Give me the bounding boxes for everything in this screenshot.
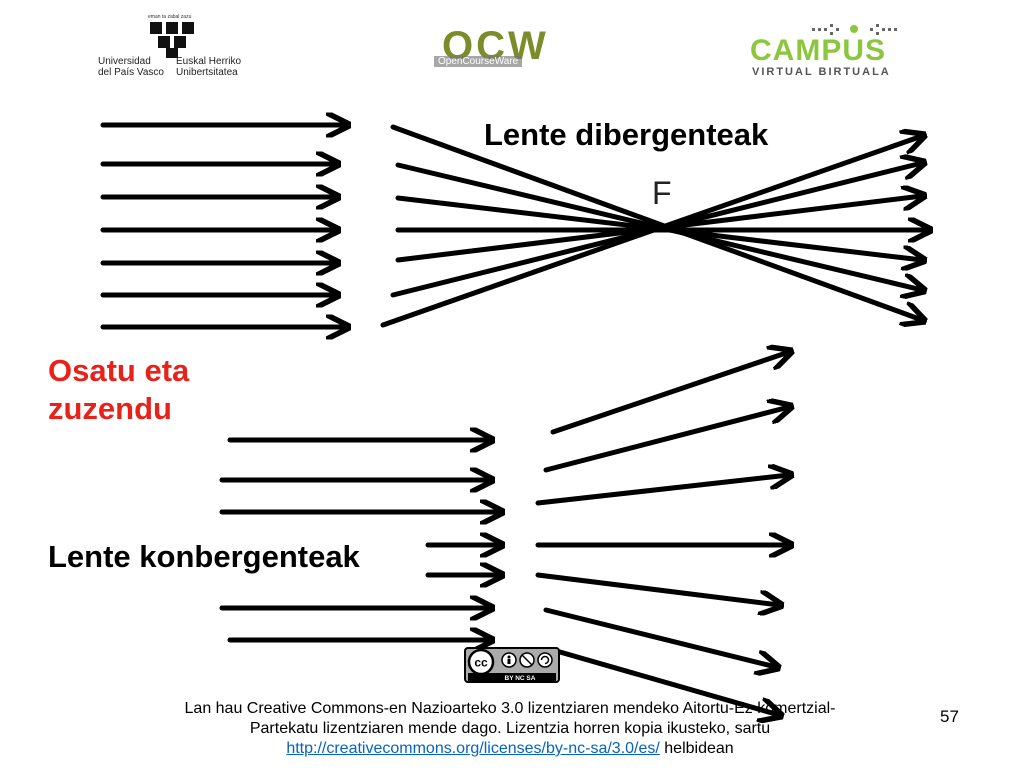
campus-subtitle: VIRTUAL BIRTUALA [752, 66, 891, 78]
ray-conv-outgoing-7 [550, 647, 779, 715]
campus-dots-icon [812, 24, 897, 35]
ray-conv-outgoing-5 [535, 572, 779, 605]
license-notice: Lan hau Creative Commons-en Nazioarteko … [60, 699, 960, 759]
ocw-logo: OCW OpenCourseWare [432, 24, 562, 80]
upv-motto: eman ta zabal zazu [148, 14, 192, 20]
upv-ehu-logo: eman ta zabal zazu Universidad del País … [92, 10, 252, 82]
upv-name-es: Universidad del País Vasco [98, 56, 164, 78]
upv-name-es-line2: del País Vasco [98, 67, 164, 78]
ray-conv-outgoing-1 [550, 352, 789, 435]
upv-name-eu-line2: Unibertsitatea [176, 67, 238, 78]
cc-logo-icon [467, 648, 495, 676]
divergent-lens-title: Lente dibergenteak [484, 117, 775, 153]
instruction-line2: zuzendu [48, 391, 172, 426]
ray-conv-outgoing-2 [543, 407, 789, 473]
upv-name-eu: Euskal Herriko Unibertsitatea [176, 56, 241, 78]
cc-badge-terms: BY NC SA [505, 675, 536, 682]
share-alike-icon [537, 652, 553, 668]
ray-crossing-7 [380, 136, 922, 328]
license-text-after-link: helbidean [659, 740, 734, 757]
cc-badge-label: cc [474, 656, 488, 670]
ray-conv-outgoing-6 [543, 607, 776, 667]
slide-number: 57 [940, 707, 959, 726]
license-text-line3: http://creativecommons.org/licenses/by-n… [60, 739, 960, 759]
ocw-subtitle: OpenCourseWare [434, 56, 523, 67]
instruction-text: Osatu eta zuzendu [48, 352, 189, 428]
cc-license-badge[interactable]: cc BY NC SA [464, 647, 560, 683]
convergent-lens-title: Lente konbergenteak [48, 539, 360, 574]
campus-title: CAMPUS [750, 34, 887, 67]
license-text-line2: Partekatu lizentziaren mende dago. Lizen… [249, 720, 771, 737]
campus-virtual-logo: CAMPUS VIRTUAL BIRTUALA [744, 12, 924, 82]
upv-name-eu-line1: Euskal Herriko [176, 56, 242, 67]
upv-tree-emblem-icon [150, 22, 194, 58]
license-link[interactable]: http://creativecommons.org/licenses/by-n… [286, 740, 660, 757]
license-text-line1: Lan hau Creative Commons-en Nazioarteko … [184, 700, 836, 717]
upv-name-es-line1: Universidad [98, 56, 151, 67]
ray-crossing-1 [390, 124, 922, 320]
focus-label: F [652, 175, 672, 211]
ray-conv-outgoing-3 [535, 475, 789, 506]
instruction-line1: Osatu eta [48, 353, 190, 388]
